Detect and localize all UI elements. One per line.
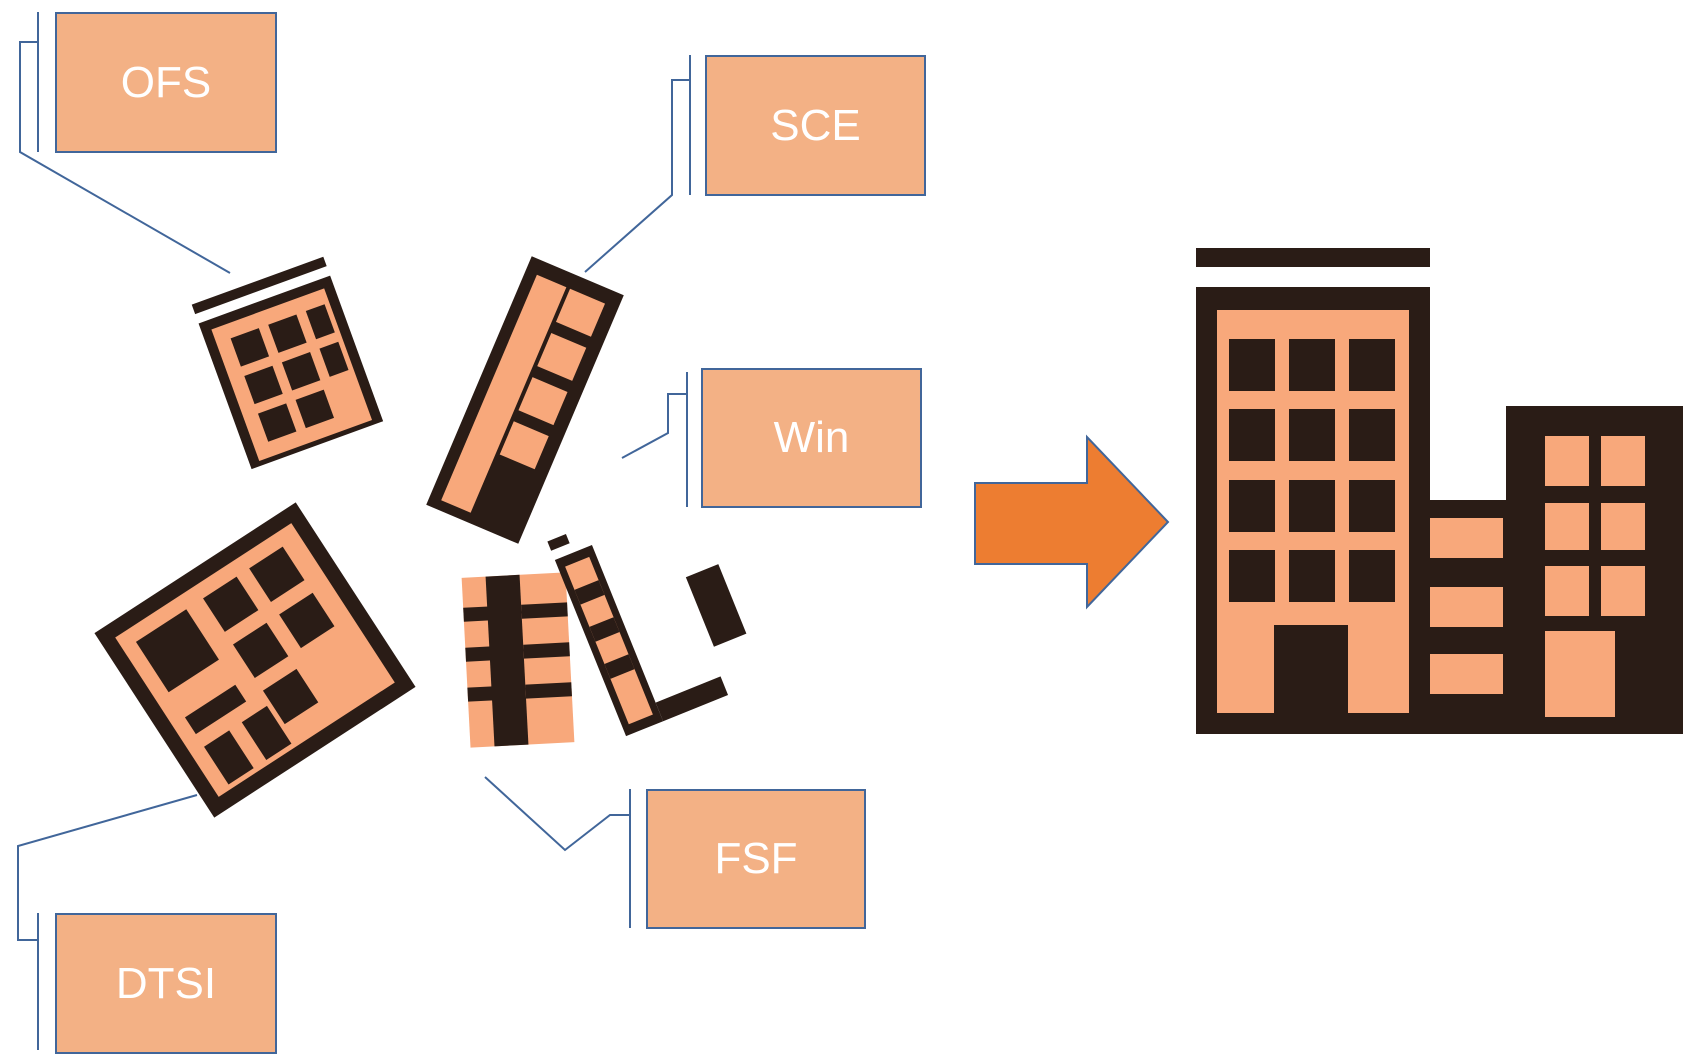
sce-leader-line xyxy=(584,55,691,273)
fsf-label: FSF xyxy=(714,834,798,883)
building-fragment-icon xyxy=(94,502,416,818)
sce-label: SCE xyxy=(770,100,861,150)
ofs-callout: OFS xyxy=(55,12,277,153)
win-label: Win xyxy=(773,413,850,462)
dtsi-leader-line xyxy=(17,794,198,1050)
fsf-leader-line xyxy=(484,776,631,928)
building-fragment-icon xyxy=(461,572,575,748)
ofs-leader-line xyxy=(19,12,231,274)
ofs-label: OFS xyxy=(120,57,212,107)
building-fragment-icon xyxy=(547,533,747,737)
win-callout: Win xyxy=(701,368,922,508)
dtsi-label: DTSI xyxy=(115,958,217,1008)
win-leader-line xyxy=(621,372,688,507)
dtsi-callout: DTSI xyxy=(55,913,277,1054)
building-fragment-icon xyxy=(191,256,384,470)
fsf-callout: FSF xyxy=(646,789,866,929)
building-fragment-icon xyxy=(426,256,624,544)
sce-callout: SCE xyxy=(705,55,926,196)
